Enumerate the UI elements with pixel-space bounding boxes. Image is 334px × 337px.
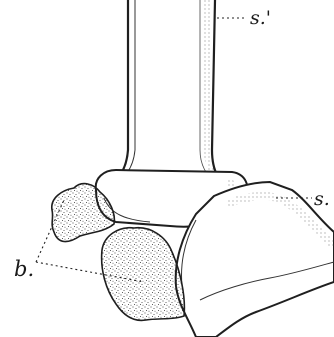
label-s: s. bbox=[314, 188, 330, 210]
label-s-prime: s.' bbox=[250, 7, 271, 29]
stippled-fragment-lower bbox=[102, 228, 185, 321]
upper-stem bbox=[100, 0, 232, 188]
label-b: b. bbox=[14, 257, 34, 281]
